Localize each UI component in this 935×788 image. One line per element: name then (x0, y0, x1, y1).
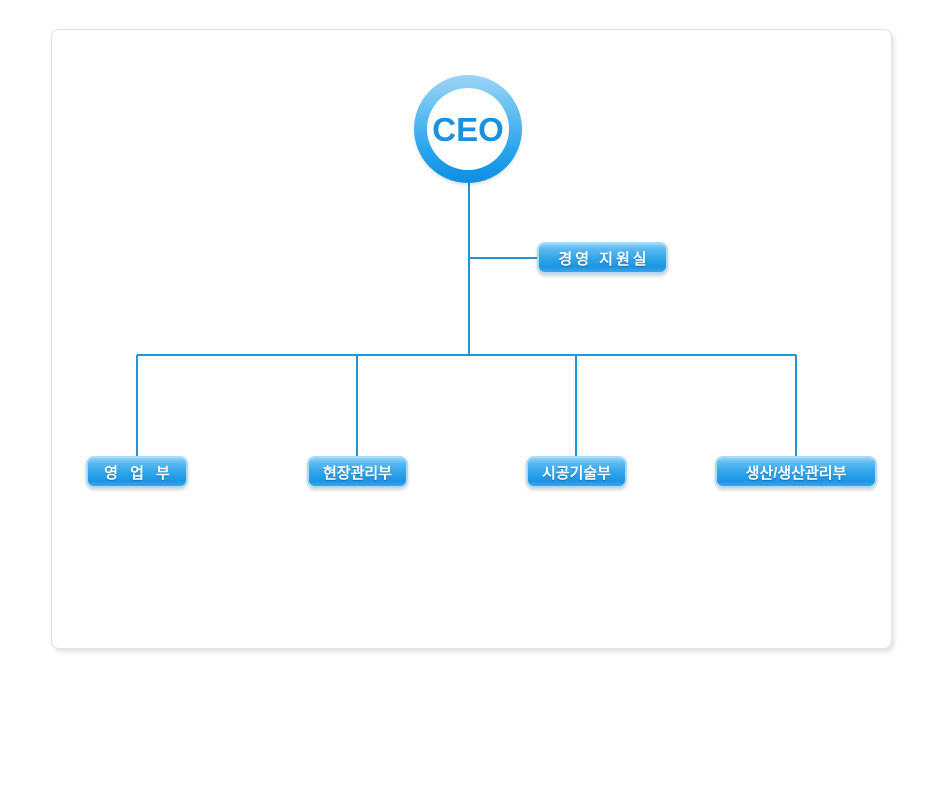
node-department-site-management[interactable]: 현장관리부 (307, 456, 408, 488)
node-department-production[interactable]: 생산/생산관리부 (715, 456, 877, 488)
node-staff-office[interactable]: 경영 지원실 (537, 242, 668, 274)
department-label: 시공기술부 (541, 464, 611, 482)
node-ceo[interactable]: CEO (414, 75, 522, 183)
department-label: 현장관리부 (322, 464, 392, 482)
node-department-sales[interactable]: 영 업 부 (86, 456, 188, 488)
department-label: 생산/생산관리부 (745, 464, 847, 482)
ceo-label: CEO (432, 110, 504, 148)
ceo-circle-inner: CEO (427, 88, 509, 170)
department-label: 영 업 부 (104, 464, 174, 482)
node-department-construction-tech[interactable]: 시공기술부 (526, 456, 627, 488)
staff-office-label: 경영 지원실 (558, 250, 650, 268)
